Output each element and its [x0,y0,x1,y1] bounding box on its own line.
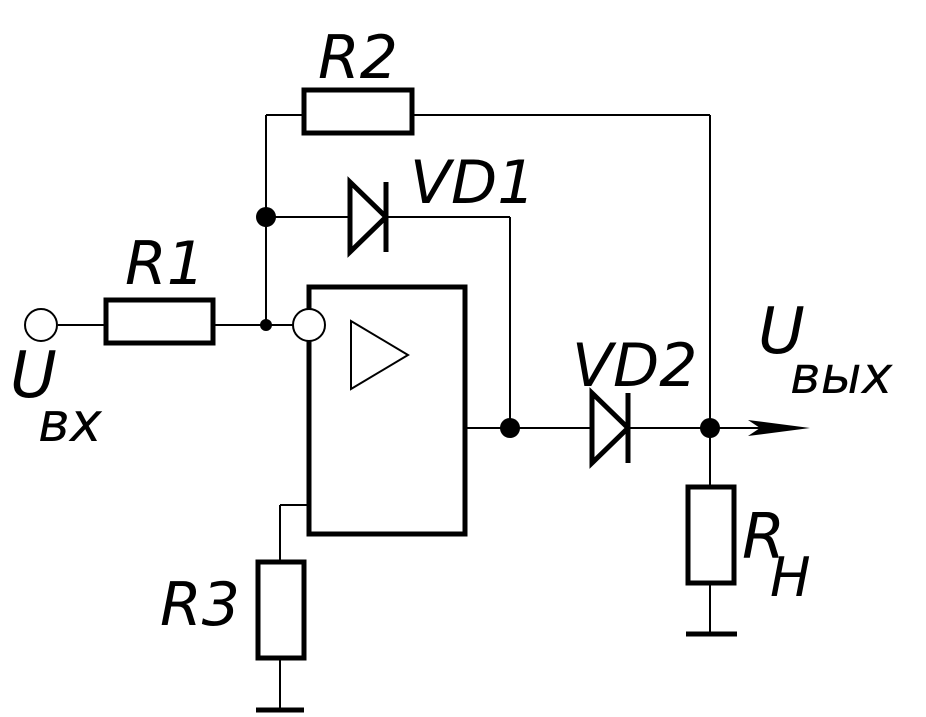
label-uout-main: U [758,295,805,369]
junction-dot [260,319,272,331]
label-rh-sub: H [770,546,811,609]
resistor-rh [685,484,737,586]
label-uin-main: U [10,339,57,413]
junction-dot [256,207,276,227]
junction-dot [700,418,720,438]
junction-dot [500,418,520,438]
resistor-r3 [255,559,307,661]
label-rh-main: R [742,500,785,573]
label-uin-sub: вх [38,391,103,454]
label-r2: R2 [318,23,398,93]
label-r1: R1 [125,229,205,299]
label-vd2: VD2 [572,331,697,401]
input-terminal [24,308,58,342]
resistor-r1 [103,297,216,346]
label-vd1: VD1 [410,148,535,218]
resistor-r2 [301,87,415,136]
opamp-body [306,284,468,537]
diode-vd2 [589,387,632,469]
wires [58,114,760,710]
diode-vd1 [347,176,390,258]
label-uout-sub: вых [790,346,894,406]
opamp-triangle-icon [350,319,410,391]
output-arrow-icon [748,420,810,436]
opamp-inverting-input [292,308,326,342]
label-r3: R3 [160,570,240,640]
